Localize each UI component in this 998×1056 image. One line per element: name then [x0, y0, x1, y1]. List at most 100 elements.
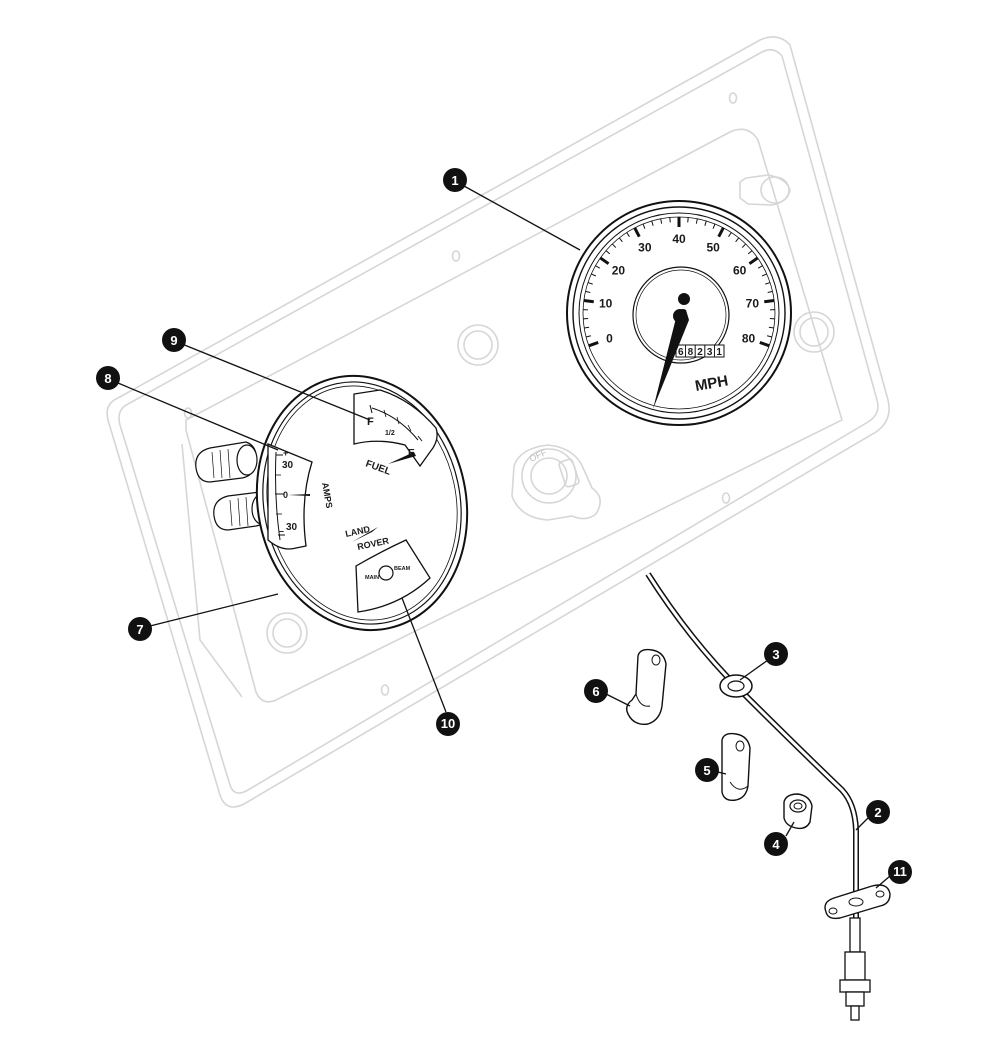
speedometer-minor-tick — [735, 237, 740, 243]
speedometer-minor-tick — [585, 290, 591, 294]
dash-panel: OFF — [106, 36, 890, 808]
speedometer-major-tick — [633, 227, 641, 238]
svg-text:2: 2 — [874, 805, 881, 820]
callout-5: 5 — [695, 758, 719, 782]
odometer-digit: 1 — [716, 347, 722, 358]
speedometer-minor-tick — [757, 265, 763, 269]
beam-label: BEAM — [394, 566, 411, 572]
callout-badges: 1 2 3 4 5 6 7 8 9 10 11 — [96, 168, 912, 884]
speedometer-major-tick — [764, 298, 775, 304]
speedometer-minor-tick — [728, 232, 732, 237]
callout-3: 3 — [764, 642, 788, 666]
speedometer-minor-tick — [585, 335, 592, 338]
callout-10: 10 — [436, 712, 460, 736]
svg-text:8: 8 — [104, 371, 111, 386]
callout-1: 1 — [443, 168, 467, 192]
amps-plus: + — [283, 448, 288, 458]
svg-text:6: 6 — [592, 684, 599, 699]
speedometer-minor-tick — [626, 232, 630, 237]
amps-zero: 0 — [283, 490, 288, 500]
speedometer-major-tick — [759, 341, 770, 348]
speedometer-scale-label: 40 — [672, 232, 686, 246]
cable-clip-small — [721, 732, 751, 802]
speedometer-minor-tick — [768, 326, 774, 329]
speedometer-major-tick — [599, 256, 610, 265]
callout-8: 8 — [96, 366, 120, 390]
cable-end-fitting — [839, 917, 871, 1021]
speedometer-ticks — [583, 217, 775, 348]
amps-top-value: 30 — [282, 460, 294, 471]
cable-clip-large — [625, 648, 667, 725]
speedometer-scale-label: 60 — [733, 264, 747, 278]
speedometer-scale-label: 0 — [606, 331, 613, 345]
callout-4: 4 — [764, 832, 788, 856]
speedometer-minor-tick — [660, 218, 663, 224]
speedometer-minor-tick — [605, 250, 611, 255]
speedometer-minor-tick — [741, 243, 747, 248]
speedometer-minor-tick — [651, 220, 654, 226]
svg-text:11: 11 — [893, 864, 907, 879]
speedometer-needle — [653, 309, 689, 409]
leader-lines — [117, 185, 891, 889]
speedometer-minor-tick — [591, 273, 597, 277]
svg-text:7: 7 — [136, 622, 143, 637]
speedometer-minor-tick — [595, 265, 601, 269]
speedometer-major-tick — [748, 256, 759, 265]
cable-flange — [824, 884, 891, 920]
odometer-digit: 8 — [688, 347, 694, 358]
callout-7: 7 — [128, 617, 152, 641]
mph-label: MPH — [694, 372, 730, 395]
speedometer-major-tick — [588, 341, 599, 348]
speedometer-minor-tick — [761, 273, 767, 277]
speedometer-scale-label: 50 — [706, 240, 720, 254]
amps-minus: – — [279, 526, 284, 536]
speedometer-scale-label: 80 — [742, 331, 756, 345]
combination-gauge: F 1/2 E FUEL + 30 0 – 30 AMPS LAND — [195, 374, 469, 632]
amps-needle — [288, 494, 310, 496]
odometer-digit: 2 — [697, 347, 703, 358]
odometer-digit: 3 — [707, 347, 713, 358]
speedometer-major-tick — [717, 227, 725, 238]
svg-text:10: 10 — [441, 716, 455, 731]
odometer-cell — [714, 344, 725, 358]
callout-2: 2 — [866, 800, 890, 824]
speedometer-scale-label: 70 — [746, 296, 760, 310]
svg-text:5: 5 — [703, 763, 710, 778]
speedometer-minor-tick — [611, 243, 617, 248]
callout-6: 6 — [584, 679, 608, 703]
fuel-half-label: 1/2 — [385, 430, 395, 437]
amps-bottom-value: 30 — [286, 522, 298, 533]
speedometer-minor-tick — [704, 220, 707, 226]
fuel-full-label: F — [367, 416, 374, 428]
amps-knob-upper — [195, 441, 258, 483]
speedometer-minor-tick — [712, 223, 716, 229]
fuel-needle — [388, 452, 416, 464]
amps-label: AMPS — [320, 482, 334, 509]
cable-bush — [783, 793, 813, 830]
odometer-digit: 6 — [678, 347, 684, 358]
speedometer-minor-tick — [765, 282, 771, 285]
speedometer-minor-tick — [584, 326, 590, 329]
cable-grommet — [719, 674, 753, 698]
speedometer-minor-tick — [618, 237, 623, 243]
ammeter: + 30 0 – 30 AMPS — [267, 443, 334, 550]
svg-text:3: 3 — [772, 647, 779, 662]
svg-text:1: 1 — [451, 173, 458, 188]
speedometer-minor-tick — [747, 250, 753, 255]
speedometer-scale-label: 20 — [612, 264, 626, 278]
svg-text:9: 9 — [170, 333, 177, 348]
main-label: MAIN — [365, 575, 379, 581]
speedometer-cable — [645, 572, 891, 1021]
speedometer-scale-label: 10 — [599, 296, 613, 310]
speedometer-major-tick — [583, 298, 594, 304]
callout-9: 9 — [162, 328, 186, 352]
speedometer-minor-tick — [767, 290, 773, 294]
svg-text:4: 4 — [772, 837, 780, 852]
speedometer-minor-tick — [642, 223, 646, 229]
callout-11: 11 — [888, 860, 912, 884]
main-beam-warning: MAIN BEAM — [355, 539, 431, 613]
